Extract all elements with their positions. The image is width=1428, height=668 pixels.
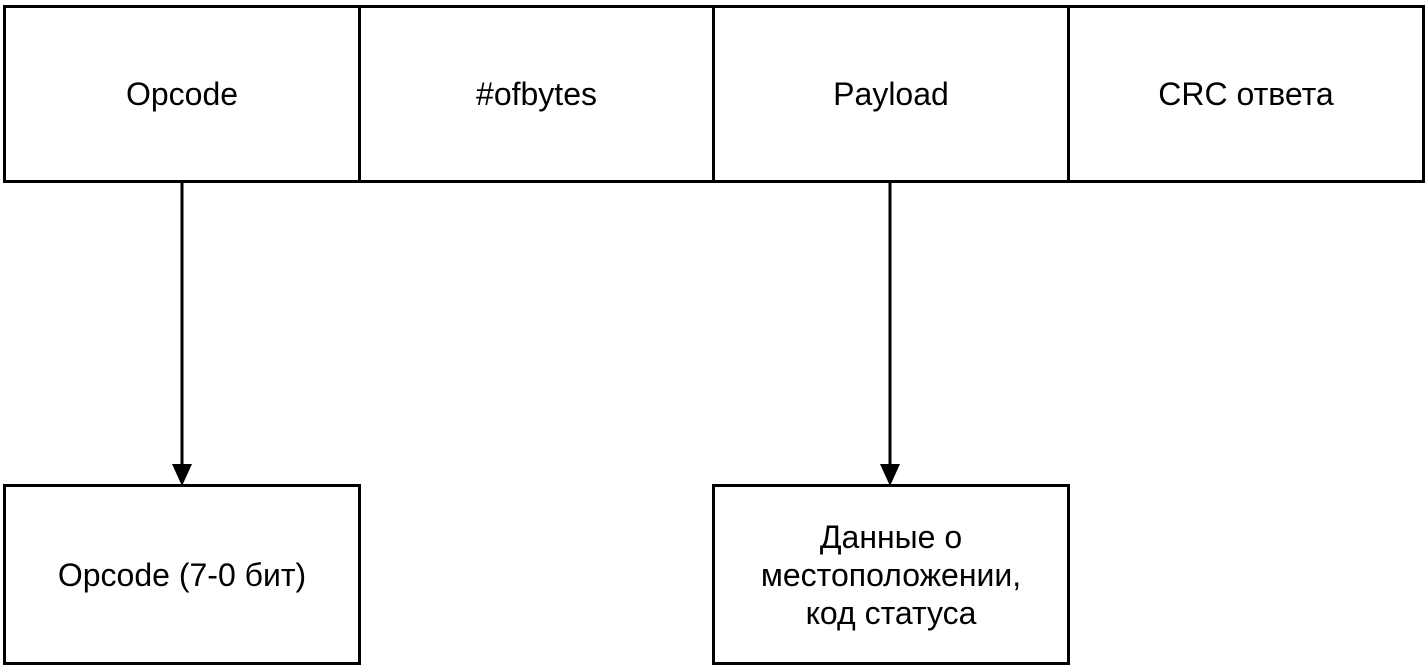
- frame-cell-crc: CRC ответа: [1067, 5, 1425, 183]
- opcode-arrowhead-icon: [172, 464, 192, 486]
- payload-detail-line-1: Данные о: [761, 518, 1021, 556]
- payload-detail-box: Данные о местоположении, код статуса: [712, 484, 1070, 665]
- opcode-detail-box: Opcode (7-0 бит): [3, 484, 361, 665]
- frame-cell-byte-count-label: #ofbytes: [476, 75, 597, 113]
- frame-cell-payload-label: Payload: [833, 75, 949, 113]
- frame-cell-payload: Payload: [712, 5, 1070, 183]
- payload-detail-text: Данные о местоположении, код статуса: [761, 518, 1021, 632]
- frame-cell-byte-count: #ofbytes: [358, 5, 715, 183]
- payload-detail-line-3: код статуса: [761, 594, 1021, 632]
- opcode-detail-label: Opcode (7-0 бит): [58, 556, 306, 594]
- frame-cell-opcode: Opcode: [3, 5, 361, 183]
- frame-cell-opcode-label: Opcode: [126, 75, 238, 113]
- payload-detail-line-2: местоположении,: [761, 556, 1021, 594]
- payload-arrowhead-icon: [880, 464, 900, 486]
- frame-cell-crc-label: CRC ответа: [1158, 75, 1333, 113]
